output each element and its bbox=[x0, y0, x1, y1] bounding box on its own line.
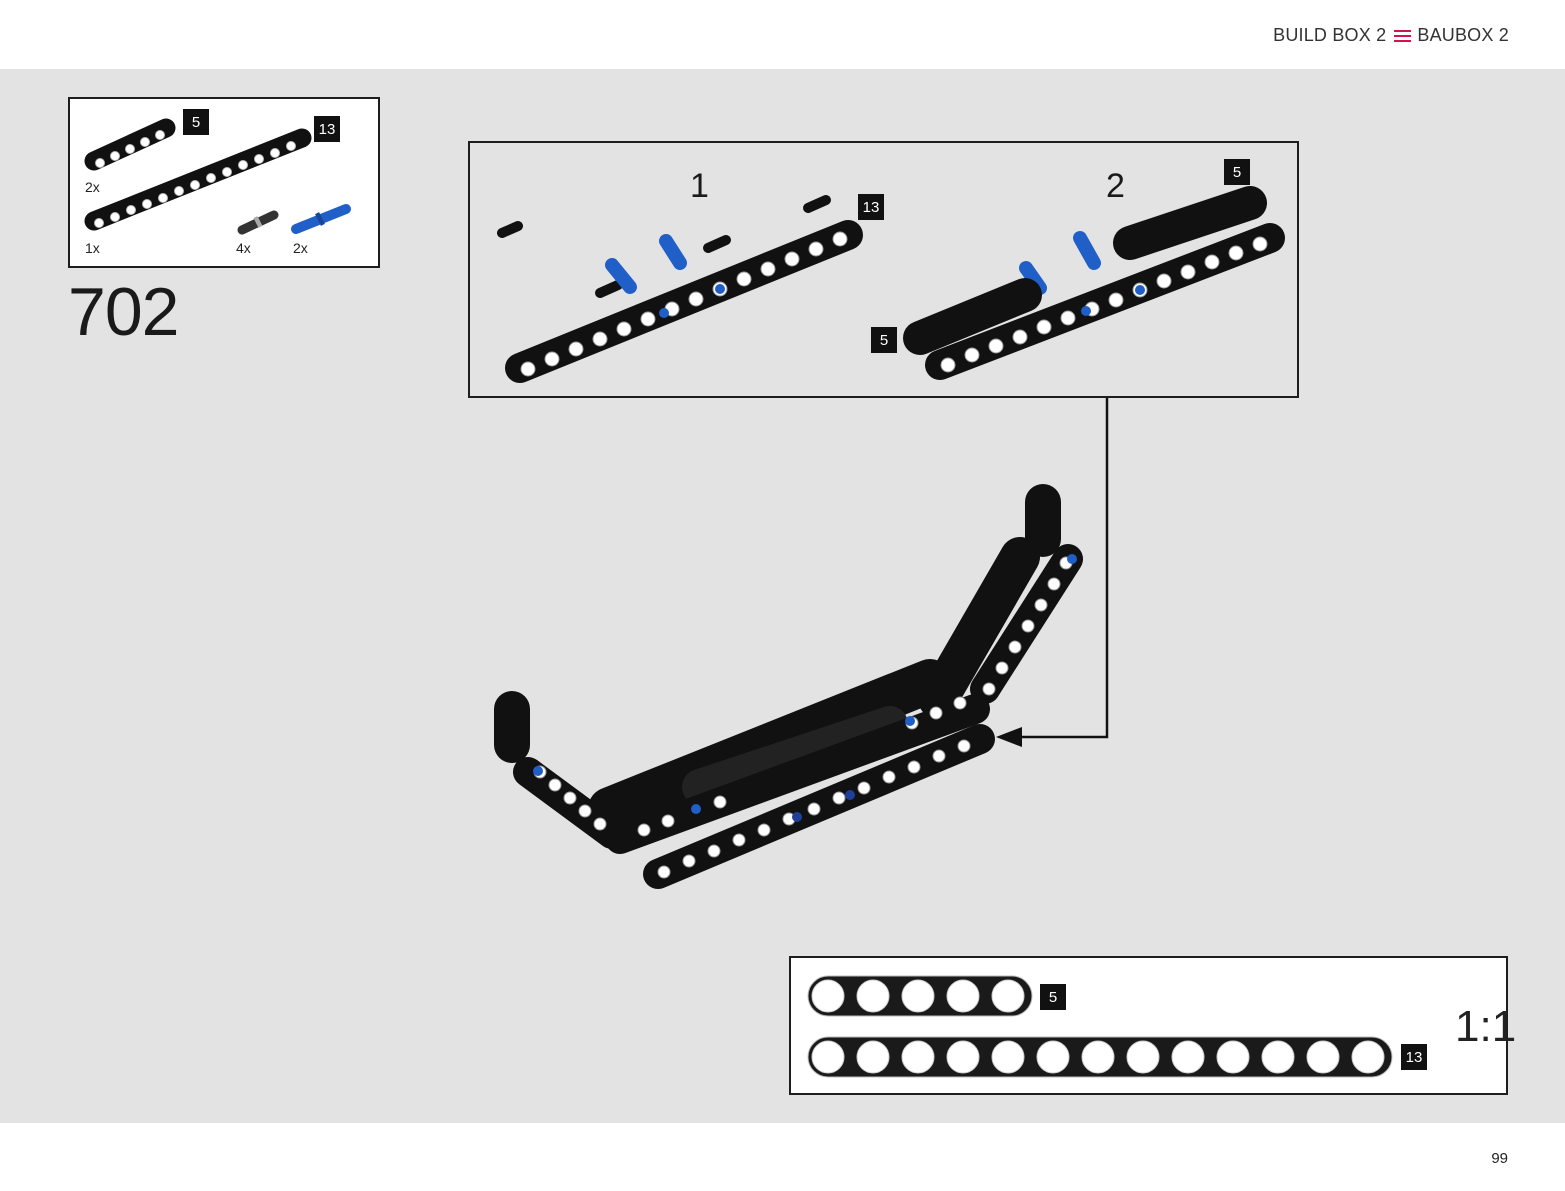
scale-beam-13 bbox=[807, 1036, 1393, 1078]
beam-5-part bbox=[84, 118, 176, 171]
step-number: 702 bbox=[68, 274, 179, 350]
part-length-badge-5: 5 bbox=[183, 109, 209, 135]
subassembly-box: 1 2 bbox=[468, 141, 1299, 398]
blue-axle-pin-part bbox=[291, 204, 351, 234]
substep-2-drawing bbox=[903, 186, 1285, 380]
substep-illustrations bbox=[497, 186, 1285, 383]
scale-label: 1:1 bbox=[1455, 1002, 1517, 1051]
instruction-area: 5 13 2x 1x 4x 2x 702 1 2 bbox=[0, 69, 1565, 1123]
beam-13-part bbox=[84, 128, 312, 231]
part-qty-black-pin: 4x bbox=[236, 240, 251, 256]
part-length-badge-13: 13 bbox=[314, 116, 340, 142]
substep-number-2: 2 bbox=[1106, 167, 1125, 205]
page-number: 99 bbox=[1491, 1150, 1508, 1167]
substep-number-1: 1 bbox=[690, 167, 709, 205]
scale-badge-13: 13 bbox=[1401, 1044, 1427, 1070]
header-title-de: BAUBOX 2 bbox=[1417, 25, 1509, 45]
scale-beams bbox=[807, 975, 1393, 1078]
part-qty-beam-5: 2x bbox=[85, 179, 100, 195]
part-qty-beam-13: 1x bbox=[85, 240, 100, 256]
header-title-en: BUILD BOX 2 bbox=[1273, 25, 1387, 45]
scale-badge-5: 5 bbox=[1040, 984, 1066, 1010]
part-qty-blue-axle-pin: 2x bbox=[293, 240, 308, 256]
main-assembly-illustration bbox=[494, 484, 1083, 889]
callout-arrow bbox=[996, 398, 1109, 747]
menu-icon bbox=[1394, 29, 1412, 42]
page-header: BUILD BOX 2 BAUBOX 2 bbox=[0, 0, 1565, 69]
scale-reference-box: 5 13 1:1 bbox=[789, 956, 1516, 1095]
parts-illustration bbox=[84, 118, 351, 235]
substep-1-drawing bbox=[497, 195, 863, 383]
parts-list: 5 13 2x 1x 4x 2x bbox=[68, 97, 380, 268]
substep-2-badge-5-bottom: 5 bbox=[871, 327, 897, 353]
header-title: BUILD BOX 2 BAUBOX 2 bbox=[1273, 25, 1509, 46]
scale-beam-5 bbox=[807, 975, 1033, 1017]
black-pin-part bbox=[237, 210, 279, 235]
page-footer: 99 bbox=[0, 1123, 1565, 1191]
substep-1-badge-13: 13 bbox=[858, 194, 884, 220]
substep-2-badge-5-top: 5 bbox=[1224, 159, 1250, 185]
